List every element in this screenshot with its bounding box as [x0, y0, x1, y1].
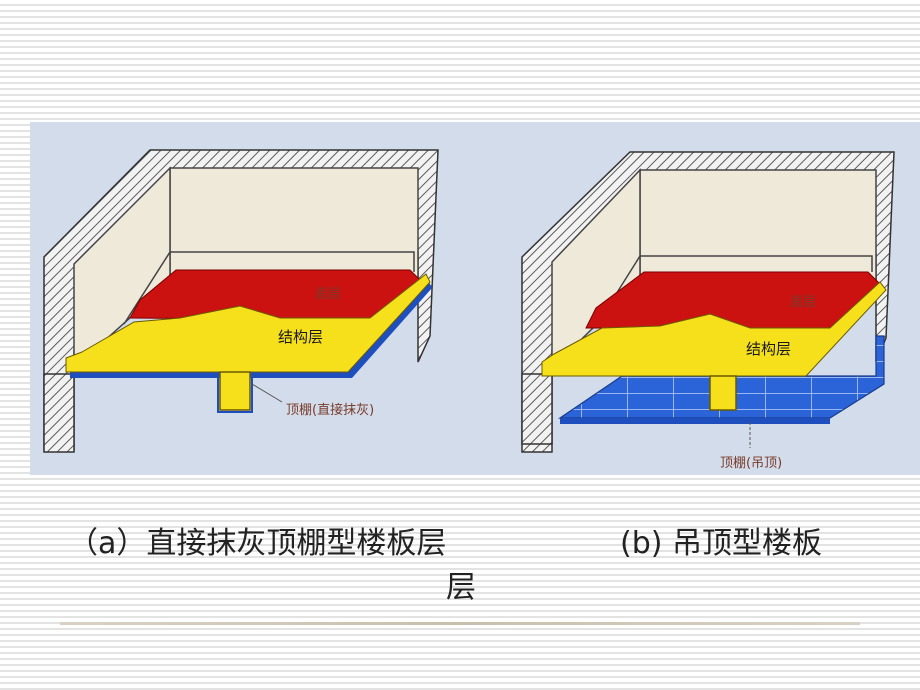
diagram-a-label-floor-finish: 面层 [315, 287, 341, 302]
diagram-b-structural-slab [541, 281, 887, 377]
diagram-a-back-wall [169, 167, 419, 283]
diagram-b-back-wall [639, 169, 877, 283]
diagram-a-structural-slab [65, 273, 431, 373]
diagram-a-label-structure: 结构层 [278, 328, 323, 346]
diagram-b-ceiling-plane [560, 418, 830, 424]
diagram-b-label-floor-finish: 面层 [790, 295, 816, 310]
figure-panel: 面层 结构层 顶棚(直接抹灰) [30, 122, 920, 475]
diagram-b: 面层 结构层 顶棚(吊顶) [521, 151, 895, 471]
diagram-a-lower-wall [43, 373, 75, 453]
diagram-a-beam [219, 371, 251, 411]
caption-b: (b) 吊顶型楼板 [620, 526, 822, 561]
diagram-b-beam [709, 375, 737, 411]
diagram-a-beam-plaster [217, 372, 253, 413]
diagram-b-lower-wall [521, 373, 553, 445]
diagram-b-label-ceiling: 顶棚(吊顶) [720, 456, 782, 471]
caption-a-continuation: 层 [446, 570, 476, 605]
diagram-a: 面层 结构层 顶棚(直接抹灰) [43, 149, 439, 453]
diagram-a-baseboard [123, 251, 415, 325]
floor-diagrams-svg: 面层 结构层 顶棚(直接抹灰) [43, 149, 895, 471]
caption-a: （a）直接抹灰顶棚型楼板层 [68, 526, 447, 561]
diagram-b-label-structure: 结构层 [746, 340, 791, 358]
footer-divider [60, 622, 860, 625]
diagram-a-label-ceiling: 顶棚(直接抹灰) [286, 402, 374, 418]
diagram-a-leader [251, 383, 283, 403]
